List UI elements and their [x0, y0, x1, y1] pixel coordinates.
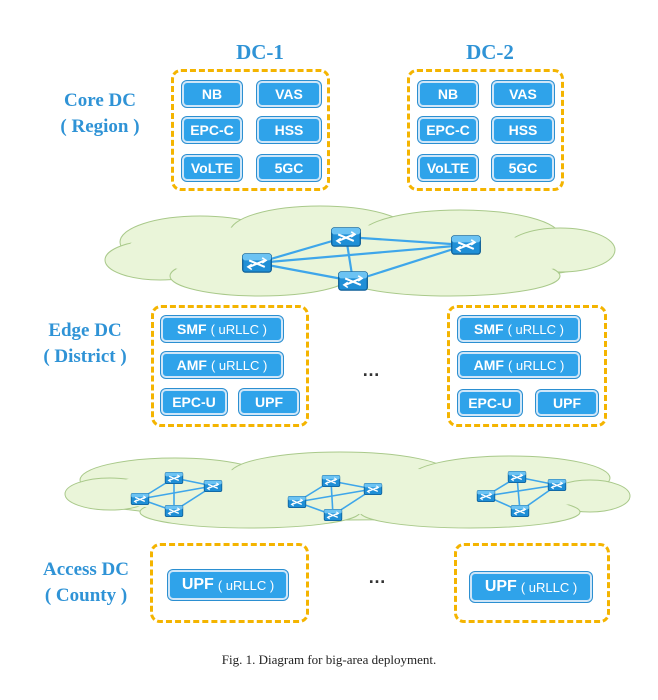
edge1-epc-u-box: EPC-U: [161, 389, 227, 415]
router-icon: [507, 470, 527, 484]
dc2-group: [407, 69, 564, 191]
core-dc-label: Core DC ( Region ): [40, 88, 160, 140]
router-icon: [547, 478, 567, 492]
core-dc-label-line2: ( Region ): [60, 116, 140, 137]
dc2-volte-box: VoLTE: [418, 155, 478, 181]
access-group-2: [454, 543, 610, 623]
edge-dc-label: Edge DC ( District ): [25, 318, 145, 370]
edge2-amf-label: AMF: [473, 357, 504, 373]
edge1-amf-box: AMF( uRLLC ): [161, 352, 283, 378]
access1-upf-sub: ( uRLLC ): [217, 577, 275, 593]
edge1-smf-box: SMF( uRLLC ): [161, 316, 283, 342]
router-icon: [203, 479, 223, 493]
router-icon: [337, 270, 369, 292]
router-icon: [321, 474, 341, 488]
edge1-amf-label: AMF: [176, 357, 207, 373]
dc1-nb-box: NB: [182, 81, 242, 107]
router-icon: [287, 495, 307, 509]
access2-upf-label: UPF: [484, 578, 517, 595]
core-dc-label-line1: Core DC: [64, 90, 136, 111]
edge-group-1: [151, 305, 309, 427]
dc1-title: DC-1: [236, 40, 284, 64]
edge2-smf-sub: ( uRLLC ): [507, 321, 564, 337]
router-icon: [330, 226, 362, 248]
router-icon: [510, 504, 530, 518]
access1-upf-label: UPF: [181, 576, 214, 593]
edge1-smf-sub: ( uRLLC ): [210, 321, 267, 337]
router-icon: [130, 492, 150, 506]
access2-upf-sub: ( uRLLC ): [520, 579, 578, 595]
dc1-epc-c-box: EPC-C: [182, 117, 242, 143]
dc1-vas-box: VAS: [257, 81, 321, 107]
router-icon: [164, 471, 184, 485]
dc1-5gc-box: 5GC: [257, 155, 321, 181]
access-dc-label: Access DC ( County ): [20, 557, 152, 609]
access-dc-label-line1: Access DC: [42, 559, 129, 580]
dc2-epc-c-box: EPC-C: [418, 117, 478, 143]
router-icon: [241, 252, 273, 274]
access1-upf-box: UPF( uRLLC ): [168, 570, 288, 600]
dc1-volte-box: VoLTE: [182, 155, 242, 181]
router-icon: [323, 508, 343, 522]
edge1-smf-label: SMF: [177, 321, 207, 337]
edge2-upf-box: UPF: [536, 390, 598, 416]
access-dc-label-line2: ( County ): [44, 585, 128, 606]
edge-access-cloud: [64, 451, 631, 529]
figure-caption: Fig. 1. Diagram for big-area deployment.: [221, 652, 437, 667]
edge2-amf-box: AMF( uRLLC ): [458, 352, 580, 378]
edge-dc-label-line2: ( District ): [43, 346, 127, 367]
edge1-upf-box: UPF: [239, 389, 299, 415]
edge-ellipsis: …: [362, 360, 381, 380]
access2-upf-box: UPF( uRLLC ): [470, 572, 592, 602]
router-icon: [363, 482, 383, 496]
dc1-group: [171, 69, 330, 191]
edge2-epc-u-box: EPC-U: [458, 390, 522, 416]
dc2-5gc-box: 5GC: [492, 155, 554, 181]
edge2-smf-box: SMF( uRLLC ): [458, 316, 580, 342]
edge1-amf-sub: ( uRLLC ): [210, 357, 268, 373]
dc2-vas-box: VAS: [492, 81, 554, 107]
router-icon: [476, 489, 496, 503]
dc2-nb-box: NB: [418, 81, 478, 107]
edge2-smf-label: SMF: [474, 321, 504, 337]
dc2-hss-box: HSS: [492, 117, 554, 143]
router-icon: [164, 504, 184, 518]
edge-group-2: [447, 305, 607, 427]
router-icon: [450, 234, 482, 256]
dc2-title: DC-2: [466, 40, 514, 64]
dc1-hss-box: HSS: [257, 117, 321, 143]
edge-dc-label-line1: Edge DC: [48, 320, 122, 341]
access-ellipsis: …: [368, 567, 387, 587]
access-group-1: [150, 543, 309, 623]
edge2-amf-sub: ( uRLLC ): [507, 357, 565, 373]
